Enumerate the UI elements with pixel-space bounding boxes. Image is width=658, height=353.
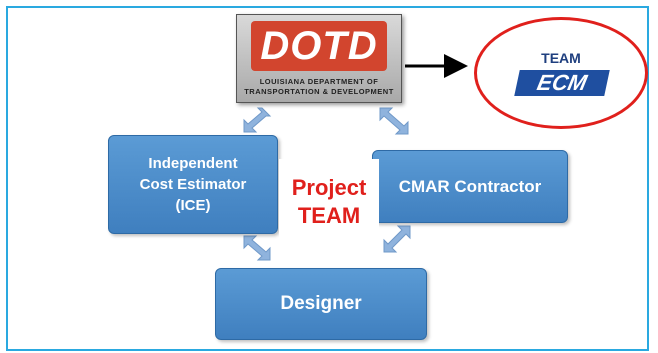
ecm-logo: ECM — [514, 70, 610, 96]
arrow-cmar-designer — [383, 225, 411, 253]
cmar-label: CMAR Contractor — [398, 176, 542, 196]
team-word: TEAM — [297, 203, 361, 228]
designer-label: Designer — [280, 293, 362, 314]
dotd-logo: DOTD — [251, 21, 387, 71]
ice-label-line3: (ICE) — [175, 197, 211, 214]
cmar-contractor-node: CMAR Contractor — [372, 150, 568, 223]
project-word: Project — [291, 175, 367, 200]
dotd-subtitle-line1: LOUISIANA DEPARTMENT OF — [259, 77, 379, 86]
dotd-logo-panel: DOTD LOUISIANA DEPARTMENT OF TRANSPORTAT… — [236, 14, 402, 103]
dotd-subtitle-line2: TRANSPORTATION & DEVELOPMENT — [244, 87, 394, 96]
team-ecm-badge: TEAM ECM — [474, 17, 648, 129]
designer-node: Designer — [215, 268, 427, 340]
arrow-dotd-ice — [243, 107, 272, 133]
project-team-label: Project TEAM — [279, 159, 379, 245]
arrow-ice-designer — [243, 235, 271, 261]
team-label: TEAM — [541, 50, 581, 66]
ice-label-line2: Cost Estimator — [139, 176, 247, 193]
arrow-dotd-cmar — [379, 107, 409, 135]
ice-node: Independent Cost Estimator (ICE) — [108, 135, 278, 234]
ice-label-line1: Independent — [148, 155, 238, 172]
